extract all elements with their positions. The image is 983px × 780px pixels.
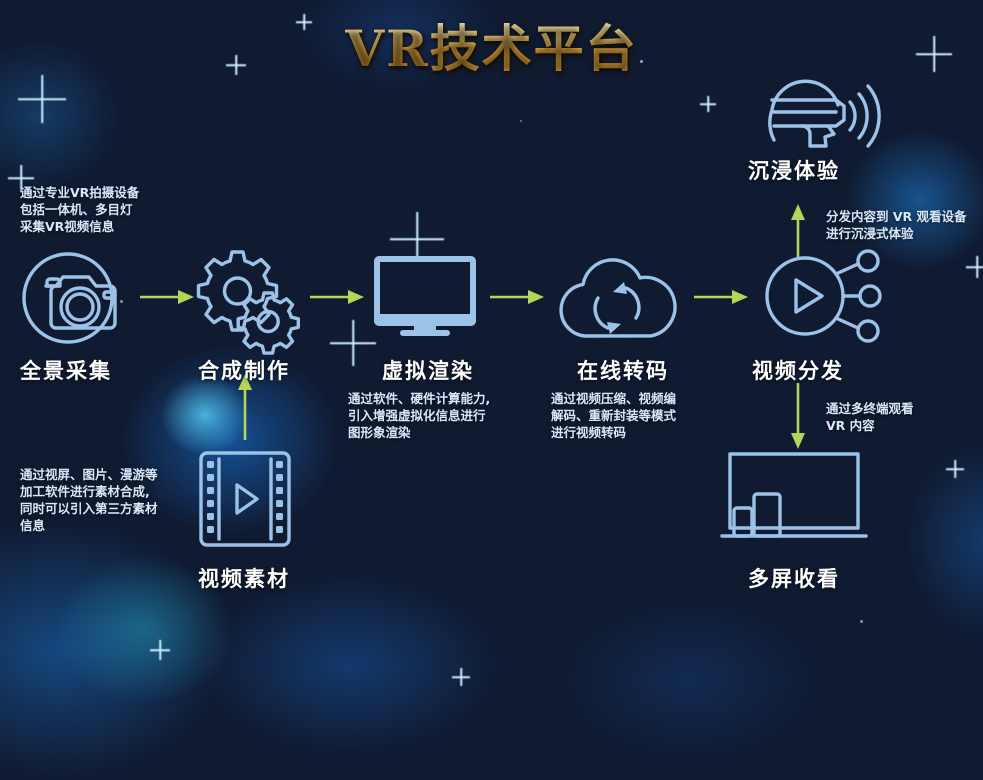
- arrow-distribute-to-multiscreen: [789, 383, 807, 453]
- monitor-icon: [374, 256, 476, 336]
- arrow-capture-to-composite: [140, 288, 196, 306]
- glow-bottom-center: [200, 575, 500, 755]
- star-sparkle: [330, 320, 376, 366]
- node-label-panorama-capture: 全景采集: [20, 359, 112, 383]
- star-sparkle: [150, 640, 170, 660]
- arrow-distribute-to-immersive: [789, 200, 807, 258]
- cloud-sync-icon: [559, 258, 677, 338]
- node-virtual-rendering[interactable]: [374, 256, 476, 336]
- node-online-transcoding[interactable]: [551, 252, 685, 340]
- node-panorama-capture[interactable]: [16, 250, 140, 346]
- desc-virtual-rendering: 通过软件、硬件计算能力, 引入增强虚拟化信息进行 图形象渲染: [348, 391, 491, 440]
- desc-immersive-experience: 分发内容到 VR 观看设备 进行沉浸式体验: [826, 209, 967, 241]
- desc-video-assets: 通过视屏、图片、漫游等 加工软件进行素材合成, 同时可以引入第三方素材 信息: [20, 467, 158, 533]
- star-dot: [120, 300, 123, 303]
- star-sparkle: [946, 460, 964, 478]
- page-title-shadow: VR技术平台: [2, 12, 983, 84]
- vr-headset-icon: [768, 79, 881, 148]
- node-immersive-experience[interactable]: [762, 68, 881, 148]
- glow-left-bottom: [0, 520, 230, 780]
- node-video-distribution[interactable]: [760, 248, 884, 344]
- node-label-immersive-experience: 沉浸体验: [748, 159, 840, 183]
- star-dot: [520, 120, 522, 122]
- star-dot: [640, 60, 643, 63]
- glow-right-edge: [905, 440, 983, 640]
- arrow-transcode-to-distribute: [694, 288, 750, 306]
- node-label-multi-screen-viewing: 多屏收看: [748, 567, 840, 591]
- star-dot: [860, 620, 863, 623]
- page-title: VR技术平台: [0, 9, 983, 81]
- play-share-icon: [765, 249, 882, 343]
- node-label-online-transcoding: 在线转码: [577, 359, 669, 383]
- node-label-composite-production: 合成制作: [198, 359, 290, 383]
- camera-icon: [22, 252, 117, 344]
- node-composite-production[interactable]: [193, 248, 300, 355]
- node-label-video-assets: 视频素材: [198, 567, 290, 591]
- arrow-composite-to-render: [310, 288, 366, 306]
- star-sparkle: [452, 668, 470, 686]
- multi-screen-icon: [720, 452, 868, 538]
- desc-online-transcoding: 通过视频压缩、视频编 解码、重新封装等模式 进行视频转码: [551, 391, 677, 440]
- desc-panorama-capture: 通过专业VR拍摄设备 包括一体机、多目灯 采集VR视频信息: [20, 185, 140, 234]
- gears-icon: [196, 250, 300, 355]
- node-label-video-distribution: 视频分发: [752, 359, 844, 383]
- node-label-virtual-rendering: 虚拟渲染: [382, 359, 474, 383]
- arrow-render-to-transcode: [490, 288, 546, 306]
- node-video-assets[interactable]: [199, 451, 291, 547]
- glow-mid-right: [560, 600, 820, 760]
- star-sparkle: [966, 256, 983, 278]
- film-strip-icon: [199, 451, 291, 547]
- node-multi-screen-viewing[interactable]: [718, 450, 868, 550]
- desc-multi-screen-viewing: 通过多终端观看 VR 内容: [826, 401, 914, 433]
- star-sparkle: [700, 96, 716, 112]
